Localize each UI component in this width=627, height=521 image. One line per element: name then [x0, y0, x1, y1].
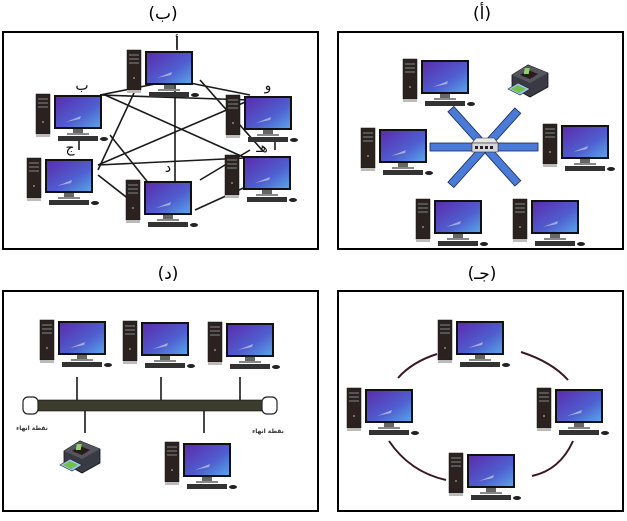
star-node-3 — [542, 123, 616, 172]
mesh-label-w: و — [264, 78, 272, 94]
caption-c: (جـ) — [467, 264, 497, 284]
switch-icon — [471, 137, 499, 153]
mesh-label-c: ج — [65, 140, 75, 156]
bus-terminator-left — [22, 396, 39, 415]
caption-a: (أ) — [473, 4, 491, 24]
mesh-label-d: د — [165, 160, 171, 176]
bus-terminator-label-left: نقطة انهاء — [16, 425, 48, 432]
star-node-4 — [415, 198, 489, 247]
caption-b: (ب) — [148, 4, 178, 24]
ring-node-bottom — [448, 452, 522, 501]
mesh-node-w — [225, 94, 299, 143]
ring-node-right — [536, 387, 610, 436]
bus-drops — [76, 377, 241, 433]
mesh-node-a — [126, 49, 200, 98]
star-node-5 — [512, 198, 586, 247]
ring-node-left — [346, 387, 420, 436]
star-printer — [507, 64, 549, 98]
mesh-node-b — [35, 93, 109, 142]
bus-printer — [59, 440, 101, 474]
bus-node-2 — [122, 320, 196, 369]
mesh-label-b: ب — [75, 78, 88, 94]
ring-node-top — [437, 319, 511, 368]
ring-links — [388, 351, 574, 481]
mesh-node-d — [125, 179, 199, 228]
bus-node-3 — [207, 321, 281, 370]
caption-d: (د) — [157, 264, 179, 284]
mesh-label-h: هـ — [255, 140, 267, 156]
mesh-node-h — [224, 154, 298, 203]
star-node-2 — [360, 127, 434, 176]
bus-terminator-right — [261, 396, 278, 415]
bus-terminator-label-right: نقطة انهاء — [252, 428, 284, 435]
mesh-node-c — [26, 157, 100, 206]
bus-node-4 — [164, 441, 238, 490]
mesh-label-a: أ — [175, 34, 179, 52]
bus-node-1 — [39, 319, 113, 368]
star-node-1 — [402, 58, 476, 107]
bus-trunk — [36, 399, 264, 412]
